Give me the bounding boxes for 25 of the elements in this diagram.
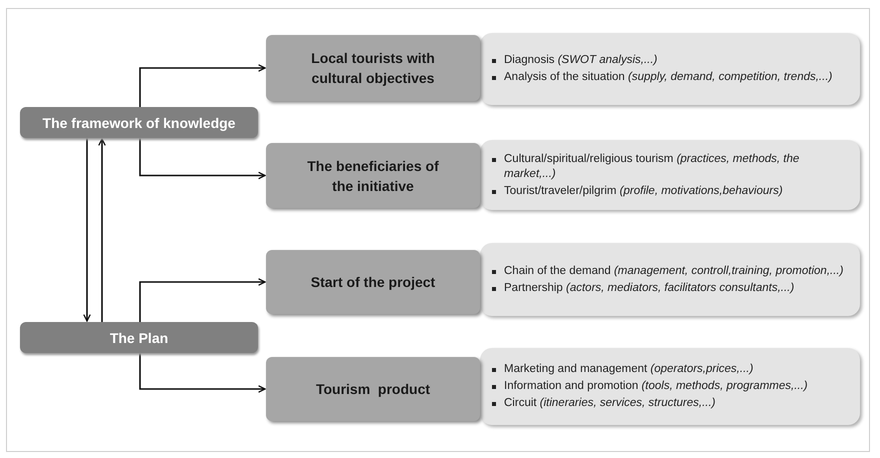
section-label: The Plan [108, 328, 170, 348]
bullet-text: Chain of the demand (management, controll,training, promotion,...) [504, 264, 844, 278]
arrow [83, 138, 91, 322]
bullet-text: Cultural/spiritual/religious tourism (practices, methods, the market,...) [504, 152, 800, 182]
topic-label: Tourism product [314, 380, 432, 399]
arrow [139, 64, 266, 107]
detail-card [480, 33, 860, 105]
bullet-text: Marketing and management (operators,prices,...) [504, 362, 754, 377]
topic-label: Local tourists with cultural objectives [310, 49, 436, 88]
bullet-text: Information and promotion (tools, methods, programmes,...) [504, 379, 808, 394]
detail-card [480, 243, 860, 316]
detail-card [480, 140, 860, 210]
arrow [139, 278, 266, 322]
arrow [139, 353, 266, 393]
bullet-text: Partnership (actors, mediators, facilitators consultants,...) [504, 280, 794, 296]
bullet-text: Diagnosis (SWOT analysis,...) [504, 53, 658, 68]
section-label: The framework of knowledge [42, 114, 236, 132]
arrow [98, 138, 106, 322]
topic-label: The beneficiaries of the initiative [306, 156, 440, 196]
bullet-text: Tourist/traveler/pilgrim (profile, motivations,behaviours) [504, 184, 783, 198]
bullet-text: Circuit (itineraries, services, structures,...) [504, 396, 716, 411]
bullet-text: Analysis of the situation (supply, demand, competition, trends,...) [504, 70, 832, 85]
detail-card [480, 348, 860, 425]
arrow [139, 138, 266, 180]
topic-label: Start of the project [310, 273, 436, 292]
